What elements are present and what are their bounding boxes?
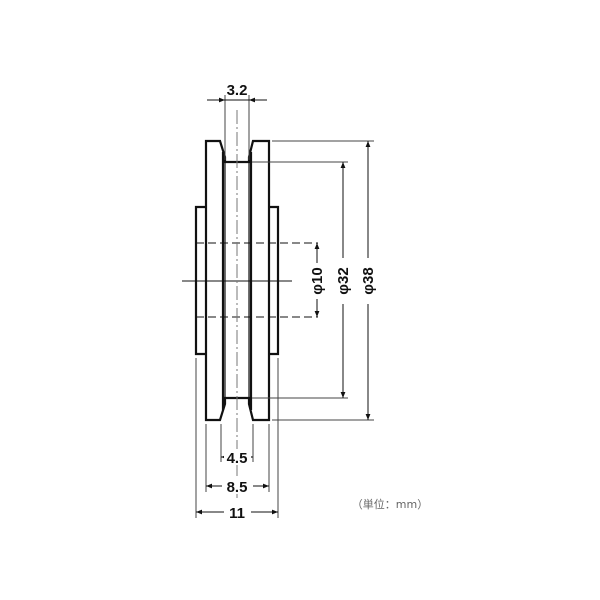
label-total-width: 11 [229, 505, 245, 522]
label-bore-diameter: φ10 [309, 267, 326, 294]
label-groove-top-width: 3.2 [227, 82, 248, 99]
label-flange-width: 8.5 [227, 479, 248, 496]
unit-note: （単位：mm） [352, 497, 428, 511]
label-groove-diameter: φ32 [335, 267, 352, 294]
label-outer-diameter: φ38 [360, 267, 377, 294]
extension-lines [195, 95, 374, 518]
center-lines [182, 110, 292, 500]
label-groove-bottom-width: 4.5 [227, 450, 248, 467]
hidden-bore-lines [196, 242, 318, 318]
